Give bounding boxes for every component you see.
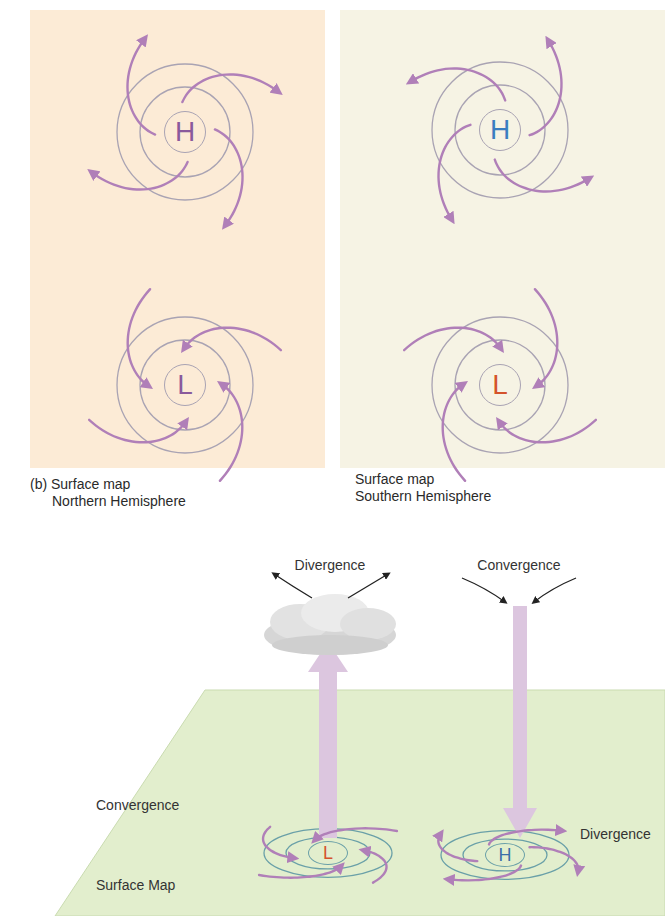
- wind-arrow: [495, 160, 590, 192]
- panel-ground: [30, 10, 325, 468]
- map-caption: (b) Surface map Northern Hemisphere: [30, 476, 186, 510]
- wind-arrow: [182, 74, 279, 102]
- wind-arrow: [315, 828, 397, 840]
- map-panel: (b) Surface map Northern HemisphereHL: [30, 10, 325, 468]
- flow-label: Convergence: [96, 797, 179, 814]
- isobar: [463, 839, 547, 871]
- pressure-letter: H: [175, 118, 195, 146]
- wind-arrow: [443, 384, 465, 481]
- outflow-arrow: [348, 574, 388, 598]
- wind-arrow: [499, 420, 596, 442]
- panel-ground: [340, 10, 665, 468]
- cloud: [264, 594, 396, 655]
- pressure-center-ellipse: H: [485, 843, 525, 867]
- sinking-air-arrow: [503, 606, 537, 838]
- pressure-letter: L: [177, 371, 193, 399]
- wind-arrow: [220, 384, 242, 481]
- wind-arrow: [89, 420, 186, 442]
- wind-arrow: [128, 289, 150, 386]
- isobar: [455, 85, 545, 175]
- map-label: Surface Map: [96, 877, 175, 894]
- isobar: [441, 831, 569, 880]
- wind-arrow: [530, 847, 579, 872]
- inflow-arrow: [534, 578, 576, 602]
- wind-arrow: [263, 827, 295, 858]
- wind-arrow: [439, 125, 471, 220]
- wind-arrow: [363, 850, 386, 882]
- wind-arrow: [530, 40, 562, 135]
- pressure-center: L: [479, 364, 521, 406]
- wind-arrow: [184, 328, 281, 350]
- wind-arrow: [410, 69, 505, 101]
- wind-arrow: [438, 833, 477, 861]
- pressure-center: L: [164, 364, 206, 406]
- isobar: [432, 317, 568, 453]
- pressure-letter: H: [499, 846, 512, 864]
- pressure-letter: L: [492, 371, 508, 399]
- cloud-part: [340, 608, 396, 640]
- pressure-center-ellipse: L: [308, 841, 348, 865]
- wind-arrow: [535, 289, 557, 386]
- cloud-part: [272, 635, 388, 655]
- pressure-letter: L: [323, 844, 333, 862]
- isobar: [432, 62, 568, 198]
- map-caption: Surface map Southern Hemisphere: [355, 471, 493, 505]
- isobar: [286, 837, 370, 869]
- isobar: [117, 64, 253, 200]
- pressure-letter: H: [490, 116, 510, 144]
- isobar: [455, 340, 545, 430]
- outflow-arrow: [274, 574, 312, 598]
- isobar: [140, 340, 230, 430]
- isobar: [117, 317, 253, 453]
- flow-label: Convergence: [477, 557, 560, 574]
- flow-label: Divergence: [580, 826, 651, 843]
- map-panel: Surface map Southern HemisphereHL: [340, 10, 665, 468]
- wind-arrow: [447, 866, 521, 881]
- flow-label: Divergence: [295, 557, 366, 574]
- isobar: [140, 87, 230, 177]
- wind-arrow: [127, 38, 155, 135]
- pressure-center: H: [164, 111, 206, 153]
- wind-arrow: [259, 866, 341, 878]
- rising-air-arrow: [308, 642, 348, 838]
- pressure-center: H: [479, 109, 521, 151]
- inflow-arrow: [462, 578, 505, 602]
- wind-arrow: [404, 328, 501, 350]
- wind-arrow: [215, 129, 243, 226]
- ground-plane: [55, 690, 665, 916]
- wind-arrow: [91, 162, 188, 190]
- wind-arrow: [489, 830, 563, 845]
